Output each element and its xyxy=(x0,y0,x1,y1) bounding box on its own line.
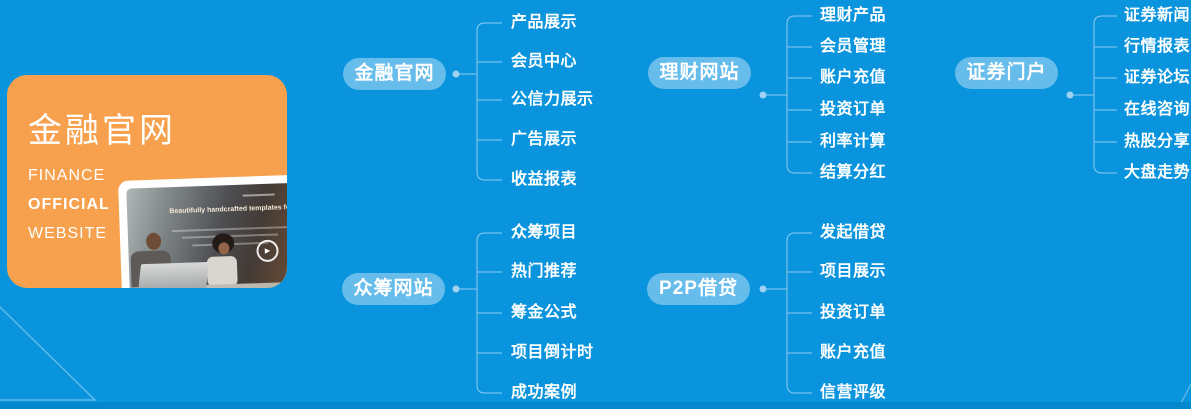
leaf-node[interactable]: 发起借贷 xyxy=(820,224,887,241)
leaf-node[interactable]: 投资订单 xyxy=(820,101,887,118)
leaf-node[interactable]: 会员管理 xyxy=(820,38,887,55)
branch-node-3[interactable]: 证券门户 xyxy=(955,57,1058,89)
person-center-figure xyxy=(218,242,230,255)
branch-node-5[interactable]: P2P借贷 xyxy=(647,273,750,305)
leaf-node[interactable]: 产品展示 xyxy=(511,14,578,31)
branch-dot xyxy=(452,285,460,293)
leaf-node[interactable]: 结算分红 xyxy=(820,164,887,181)
card-subtitle-line-3: WEBSITE xyxy=(28,225,108,242)
leaf-node[interactable]: 利率计算 xyxy=(820,133,887,150)
branch-dot xyxy=(1066,91,1074,99)
branch-dot xyxy=(759,285,767,293)
card-subtitle-line-1: FINANCE xyxy=(28,167,106,184)
leaf-node[interactable]: 信营评级 xyxy=(820,384,887,401)
leaf-node[interactable]: 证券新闻 xyxy=(1124,7,1191,24)
branch-node-2[interactable]: 理财网站 xyxy=(648,57,751,89)
thumbnail-navbar xyxy=(242,193,275,197)
person-center-figure xyxy=(206,255,238,287)
person-left-figure xyxy=(145,232,162,250)
leaf-node[interactable]: 行情报表 xyxy=(1124,38,1191,55)
leaf-node[interactable]: 理财产品 xyxy=(820,7,887,24)
leaf-node[interactable]: 大盘走势 xyxy=(1124,164,1191,181)
leaf-node[interactable]: 会员中心 xyxy=(511,53,578,70)
leaf-node[interactable]: 广告展示 xyxy=(511,131,578,148)
leaf-node[interactable]: 账户充值 xyxy=(820,344,887,361)
finance-card: 金融官网 FINANCE OFFICIAL WEBSITE Beautifull… xyxy=(7,75,287,288)
leaf-node[interactable]: 证券论坛 xyxy=(1124,69,1191,86)
footer-strip xyxy=(0,402,1191,409)
leaf-node[interactable]: 热股分享 xyxy=(1124,133,1191,150)
leaf-node[interactable]: 公信力展示 xyxy=(511,91,594,108)
card-subtitle-line-2: OFFICIAL xyxy=(28,196,110,213)
branch-connector xyxy=(456,22,502,181)
website-thumbnail: Beautifully handcrafted templates for y … xyxy=(118,173,287,288)
thumbnail-laptop xyxy=(137,262,209,288)
leaf-node[interactable]: 众筹项目 xyxy=(511,224,578,241)
branch-connector xyxy=(763,15,812,174)
branch-dot xyxy=(452,70,460,78)
branch-node-1[interactable]: 金融官网 xyxy=(343,58,446,90)
branch-connector xyxy=(1070,15,1117,174)
branch-dot xyxy=(759,91,767,99)
leaf-node[interactable]: 项目展示 xyxy=(820,263,887,280)
leaf-node[interactable]: 项目倒计时 xyxy=(511,344,594,361)
thumbnail-heading: Beautifully handcrafted templates for y xyxy=(169,203,287,216)
play-icon: ▶ xyxy=(256,239,279,263)
leaf-node[interactable]: 成功案例 xyxy=(511,384,578,401)
card-title: 金融官网 xyxy=(28,112,176,150)
leaf-node[interactable]: 热门推荐 xyxy=(511,263,578,280)
leaf-node[interactable]: 筹金公式 xyxy=(511,304,578,321)
branch-connector xyxy=(763,232,812,394)
card-subtitle: FINANCE OFFICIAL WEBSITE xyxy=(28,161,110,248)
website-thumbnail-screen: Beautifully handcrafted templates for y … xyxy=(126,181,287,288)
branch-connector xyxy=(456,232,502,394)
leaf-node[interactable]: 投资订单 xyxy=(820,304,887,321)
leaf-node[interactable]: 账户充值 xyxy=(820,69,887,86)
thumbnail-text-line xyxy=(171,225,287,232)
leaf-node[interactable]: 在线咨询 xyxy=(1124,101,1191,118)
branch-node-4[interactable]: 众筹网站 xyxy=(342,273,445,305)
leaf-node[interactable]: 收益报表 xyxy=(511,171,578,188)
